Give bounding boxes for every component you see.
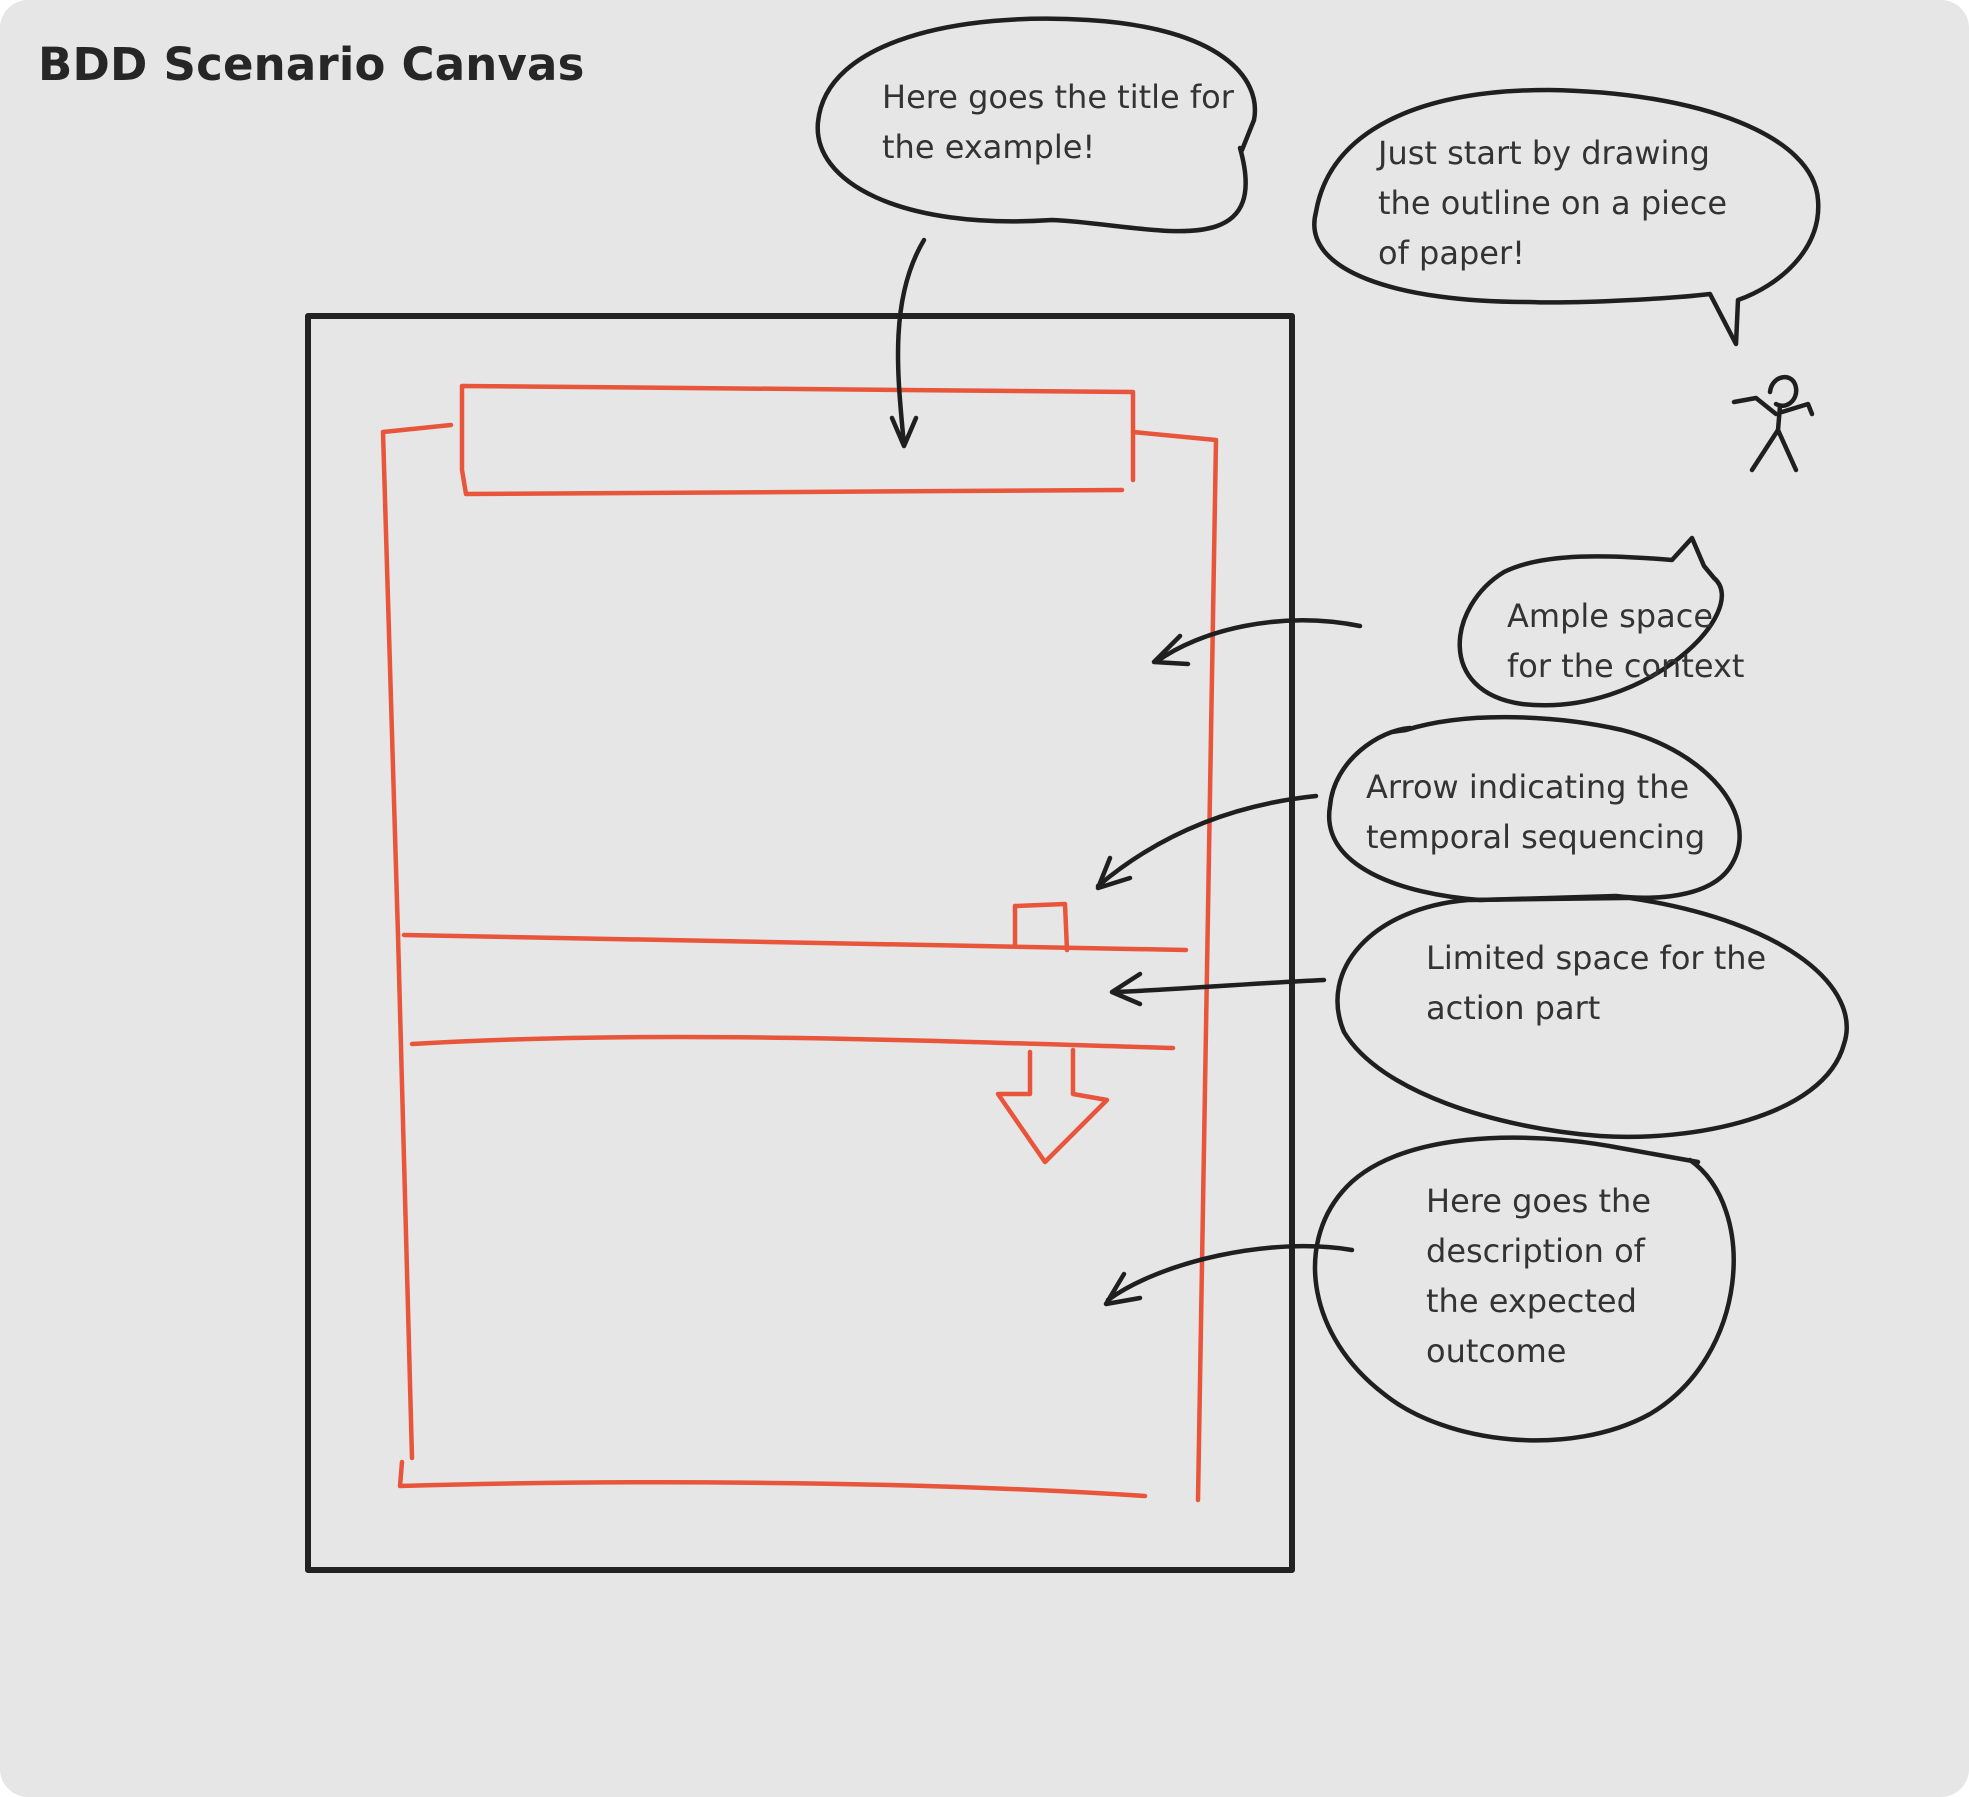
bubble-outcome-outline bbox=[1312, 1135, 1736, 1443]
title-box bbox=[459, 383, 1136, 497]
action-bottom-line bbox=[409, 1034, 1176, 1051]
sequence-arrow-stub bbox=[1012, 901, 1070, 953]
arrow-to-title-box bbox=[889, 237, 927, 449]
note-context: Ample space for the context bbox=[1507, 597, 1745, 685]
template-right-edge bbox=[1130, 429, 1219, 1503]
template-bottom-edge bbox=[397, 1459, 1148, 1499]
stick-figure-icon bbox=[1731, 375, 1815, 473]
board-title: BDD Scenario Canvas bbox=[38, 38, 585, 91]
paper-outline bbox=[305, 313, 1295, 1573]
bubble-start-outline bbox=[1312, 87, 1821, 347]
bubble-context-outline bbox=[1457, 535, 1724, 708]
note-action: Limited space for the action part bbox=[1426, 939, 1767, 1027]
arrow-to-outcome bbox=[1103, 1243, 1355, 1307]
arrow-to-context bbox=[1151, 618, 1363, 667]
bubble-title-outline bbox=[815, 16, 1258, 234]
action-top-line bbox=[401, 932, 1189, 953]
note-title: Here goes the title for the example! bbox=[882, 78, 1234, 166]
bubble-action-outline bbox=[1335, 895, 1849, 1140]
note-outcome: Here goes the description of the expecte… bbox=[1426, 1182, 1651, 1370]
arrow-to-sequence bbox=[1095, 793, 1319, 891]
template-left-edge bbox=[380, 422, 454, 1461]
note-arrow: Arrow indicating the temporal sequencing bbox=[1366, 768, 1706, 856]
bubble-arrow-outline bbox=[1326, 714, 1742, 903]
arrow-to-action bbox=[1109, 971, 1327, 1007]
sequence-arrow-head bbox=[995, 1047, 1110, 1165]
note-start: Just start by drawing the outline on a p… bbox=[1378, 134, 1727, 272]
